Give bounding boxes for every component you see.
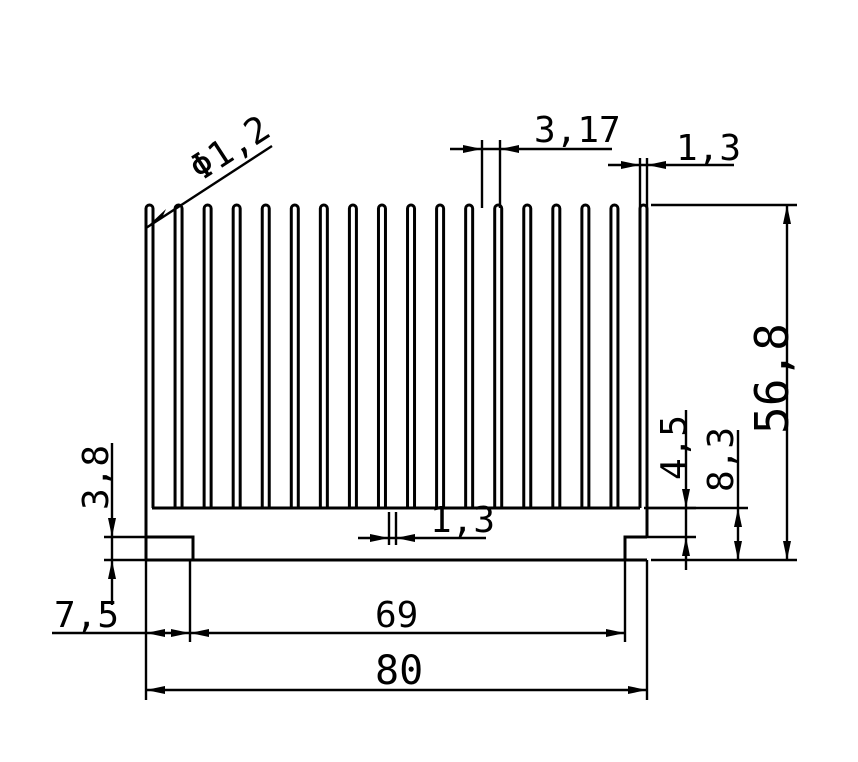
dim-base-height: 4,5 xyxy=(644,410,696,570)
heatsink-profile xyxy=(144,203,649,562)
dim-gap-width-label: 1,3 xyxy=(430,500,495,541)
base-outline xyxy=(144,505,649,562)
dim-fin-thickness: 1,3 xyxy=(608,128,741,208)
dim-fin-pitch-label: 3,17 xyxy=(534,110,621,151)
dim-foot-width: 7,5 xyxy=(52,560,192,700)
dim-foot-step: 3,8 xyxy=(76,443,146,605)
dim-fin-diameter-label: Φ1,2 xyxy=(183,108,278,190)
dim-fin-thickness-label: 1,3 xyxy=(676,128,741,169)
dim-inner-width: 69 xyxy=(190,560,627,642)
dim-total-height: 56,8 xyxy=(651,203,799,562)
dim-foot-height: 8,3 xyxy=(647,427,748,560)
dim-fin-pitch: 3,17 xyxy=(450,110,621,208)
dim-gap-width: 1,3 xyxy=(358,500,495,545)
dim-total-width-label: 80 xyxy=(375,648,423,694)
dim-inner-width-label: 69 xyxy=(375,595,418,636)
dim-foot-step-label: 3,8 xyxy=(76,445,117,510)
fin-outline xyxy=(144,203,649,508)
dim-foot-width-label: 7,5 xyxy=(54,595,119,636)
dim-total-width: 80 xyxy=(146,560,649,700)
dim-base-height-label: 4,5 xyxy=(654,415,695,480)
dim-total-height-label: 56,8 xyxy=(745,323,799,434)
dim-foot-height-label: 8,3 xyxy=(701,427,742,492)
